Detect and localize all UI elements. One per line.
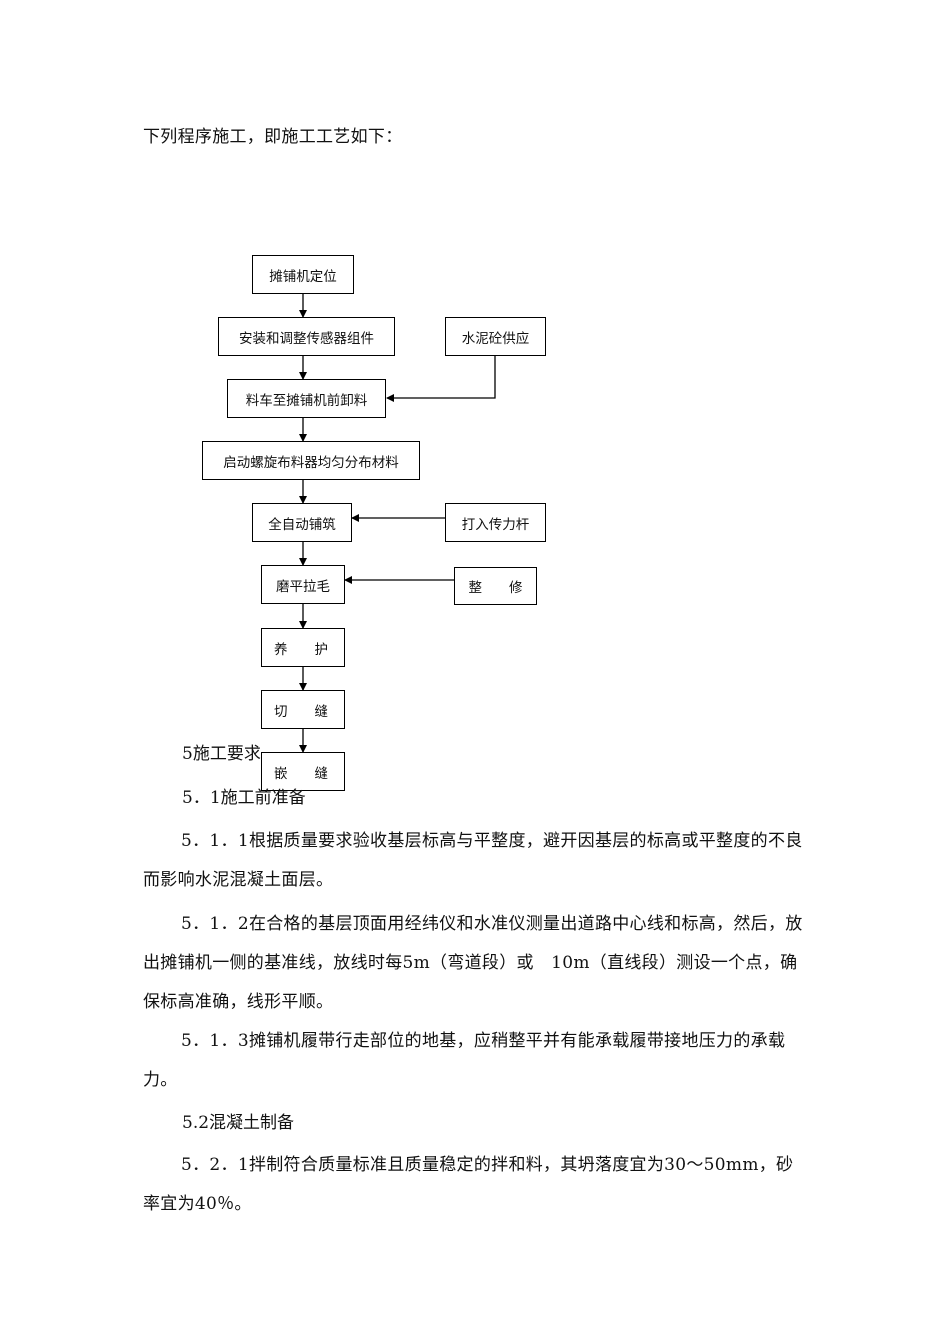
intro-text: 下列程序施工，即施工工艺如下： xyxy=(143,127,403,147)
paragraph-5-1-2: 5．1．2在合格的基层顶面用经纬仪和水准仪测量出道路中心线和标高，然后，放出摊铺… xyxy=(143,914,803,1012)
flow-input-cement-supply: 水泥砼供应 xyxy=(445,317,546,356)
flow-step-spread-material: 启动螺旋布料器均匀分布材料 xyxy=(202,441,420,480)
flow-step-install-sensors: 安装和调整传感器组件 xyxy=(218,317,395,356)
subsection-5-2-title: 5.2混凝土制备 xyxy=(182,1113,295,1133)
flow-step-unload-material: 料车至摊铺机前卸料 xyxy=(227,379,386,418)
paragraph-5-1-3: 5．1．3摊铺机履带行走部位的地基，应稍整平并有能承载履带接地压力的承载力。 xyxy=(143,1031,786,1090)
flow-step-paver-positioning: 摊铺机定位 xyxy=(252,255,354,294)
flow-step-curing: 养 护 xyxy=(261,628,345,667)
flow-step-auto-paving: 全自动铺筑 xyxy=(252,503,352,542)
flow-step-joint-cutting: 切 缝 xyxy=(261,690,345,729)
flow-input-dowel-bar: 打入传力杆 xyxy=(445,503,546,542)
subsection-5-1-title: 5．1施工前准备 xyxy=(182,788,306,808)
arrow-cement-supply xyxy=(386,355,496,402)
paragraph-5-1-1: 5．1．1根据质量要求验收基层标高与平整度，避开因基层的标高或平整度的不良而影响… xyxy=(143,831,803,890)
flow-step-joint-sealing: 嵌 缝 xyxy=(261,752,345,791)
section-title: 5施工要求 xyxy=(182,744,261,764)
flow-input-repair: 整 修 xyxy=(454,567,537,605)
flow-step-smoothing-texturing: 磨平拉毛 xyxy=(261,565,345,604)
paragraph-5-2-1: 5．2．1拌制符合质量标准且质量稳定的拌和料，其坍落度宜为30～50mm，砂率宜… xyxy=(143,1155,794,1214)
